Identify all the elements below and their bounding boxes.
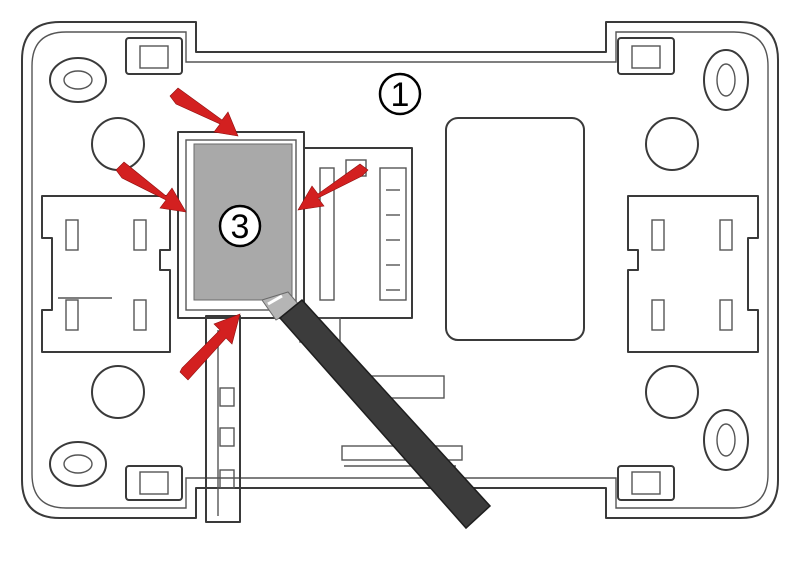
slot-top-left [49, 57, 107, 103]
knife-handle [278, 298, 492, 530]
display-window [445, 117, 585, 341]
left-latch-block [41, 195, 171, 353]
arrow-right [297, 163, 369, 211]
right-latch-block [627, 195, 759, 353]
arrow-bottom [179, 313, 241, 381]
callout-1-text: 1 [391, 76, 410, 114]
top-right-clip [617, 37, 675, 75]
callout-1: 1 [378, 72, 422, 116]
slot-bottom-left [49, 441, 107, 487]
bottom-left-clip [125, 465, 183, 501]
mounting-plate-inner-line [31, 31, 769, 509]
slot-top-right [703, 49, 749, 111]
hole-upper-right [645, 117, 699, 171]
hole-upper-left [91, 117, 145, 171]
slot-bottom-right [703, 409, 749, 471]
utility-knife-icon [261, 291, 492, 530]
guide-rail [205, 315, 241, 523]
arrow-top [169, 87, 239, 137]
mounting-plate-outline [21, 21, 779, 519]
hole-lower-left [91, 365, 145, 419]
hole-lower-right [645, 365, 699, 419]
callout-3-text: 3 [231, 208, 250, 246]
top-left-clip [125, 37, 183, 75]
arrow-left [115, 161, 187, 213]
callout-3: 3 [218, 204, 262, 248]
bottom-right-clip [617, 465, 675, 501]
